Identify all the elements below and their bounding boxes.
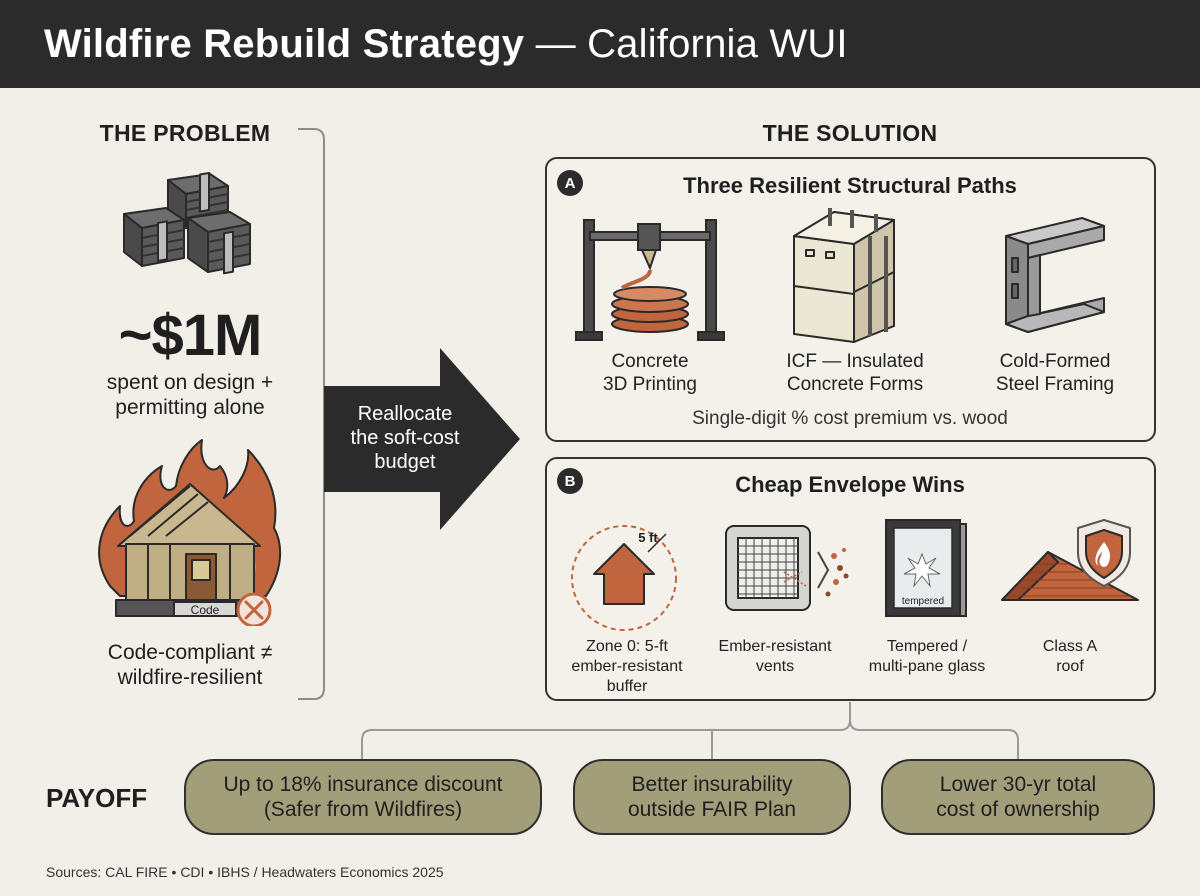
path-label-steel: Cold-Formed Steel Framing: [970, 350, 1140, 396]
roof-shield-icon: [1001, 519, 1139, 601]
envelope-label-vents-line2: vents: [755, 658, 795, 675]
title-main: Wildfire Rebuild Strategy: [44, 22, 525, 66]
page-title: Wildfire Rebuild Strategy — California W…: [44, 22, 848, 67]
envelope-label-zone0-line3: buffer: [606, 678, 648, 695]
window-glass-icon: tempered: [885, 519, 967, 617]
code-tag: Code: [191, 603, 220, 617]
panel-b-badge: B: [557, 468, 583, 494]
envelope-label-zone0-line1: Zone 0: 5-ft: [586, 638, 668, 655]
envelope-label-glass-line2: multi-pane glass: [868, 658, 986, 675]
payoff-2-line2: outside FAIR Plan: [627, 798, 797, 821]
arrow-label-line1: Reallocate: [357, 403, 453, 425]
payoff-heading: PAYOFF: [46, 783, 148, 813]
path-label-steel-line1: Cold-Formed: [999, 351, 1111, 372]
payoff-1-line2: (Safer from Wildfires): [263, 798, 463, 821]
problem-caption: Code-compliant ≠ wildfire-resilient: [60, 640, 320, 690]
cost-caption-line1: spent on design +: [106, 371, 274, 394]
problem-caption-line2: wildfire-resilient: [117, 666, 263, 689]
icf-block-icon: [793, 208, 895, 343]
panel-a-title: Three Resilient Structural Paths: [683, 173, 1017, 198]
sources-footnote: Sources: CAL FIRE • CDI • IBHS / Headwat…: [46, 864, 444, 880]
payoff-connectors: [361, 702, 1019, 762]
path-label-3d-printing: Concrete 3D Printing: [570, 350, 730, 396]
zone-distance-tag: 5 ft: [638, 530, 658, 545]
vent-screen-icon: [725, 525, 849, 611]
envelope-label-glass-line1: Tempered /: [886, 638, 968, 655]
path-label-3d-line2: 3D Printing: [603, 374, 697, 395]
payoff-2-line1: Better insurability: [631, 773, 793, 796]
3d-printer-icon: [575, 219, 725, 341]
reallocate-arrow: [324, 348, 520, 530]
envelope-label-roof-line2: roof: [1056, 658, 1084, 675]
cost-caption: spent on design + permitting alone: [60, 370, 320, 420]
solution-heading: THE SOLUTION: [762, 120, 938, 146]
cost-caption-line2: permitting alone: [115, 396, 265, 419]
burning-house-icon: Code: [98, 439, 282, 626]
money-stack-icon: [123, 172, 251, 275]
payoff-insurability: Better insurability outside FAIR Plan: [573, 759, 851, 835]
payoff-insurance-discount: Up to 18% insurance discount (Safer from…: [184, 759, 542, 835]
panel-a-badge: A: [557, 170, 583, 196]
cost-figure: ~$1M: [118, 303, 263, 368]
problem-caption-line1: Code-compliant ≠: [107, 641, 273, 664]
path-label-icf-line2: Concrete Forms: [786, 374, 924, 395]
arrow-label-line3: budget: [374, 451, 436, 473]
arrow-label: Reallocate the soft-cost budget: [330, 402, 480, 474]
problem-heading: THE PROBLEM: [99, 120, 271, 146]
path-label-icf-line1: ICF — Insulated: [786, 351, 924, 372]
arrow-label-line2: the soft-cost: [350, 427, 460, 449]
path-label-steel-line2: Steel Framing: [995, 374, 1115, 395]
steel-c-channel-icon: [1005, 217, 1105, 333]
payoff-1-line1: Up to 18% insurance discount: [223, 773, 503, 796]
path-label-icf: ICF — Insulated Concrete Forms: [770, 350, 940, 396]
header-bar: [0, 0, 1200, 88]
envelope-label-vents-line1: Ember-resistant: [718, 638, 832, 655]
payoff-3-line2: cost of ownership: [936, 798, 1100, 821]
envelope-label-zone0-line2: ember-resistant: [571, 658, 683, 675]
payoff-total-cost: Lower 30-yr total cost of ownership: [881, 759, 1155, 835]
title-sub: — California WUI: [524, 22, 848, 66]
panel-b-title: Cheap Envelope Wins: [735, 472, 965, 497]
house-buffer-icon: 5 ft: [571, 525, 677, 631]
envelope-label-zone0: Zone 0: 5-ft ember-resistant buffer: [560, 637, 694, 697]
path-label-3d-line1: Concrete: [611, 351, 689, 372]
envelope-label-roof-line1: Class A: [1042, 638, 1098, 655]
payoff-3-line1: Lower 30-yr total: [939, 773, 1097, 796]
envelope-label-glass: Tempered / multi-pane glass: [852, 637, 1002, 677]
glass-tag: tempered: [902, 596, 944, 607]
cost-premium-note: Single-digit % cost premium vs. wood: [692, 408, 1008, 429]
envelope-label-vents: Ember-resistant vents: [700, 637, 850, 677]
envelope-label-roof: Class A roof: [1000, 637, 1140, 677]
